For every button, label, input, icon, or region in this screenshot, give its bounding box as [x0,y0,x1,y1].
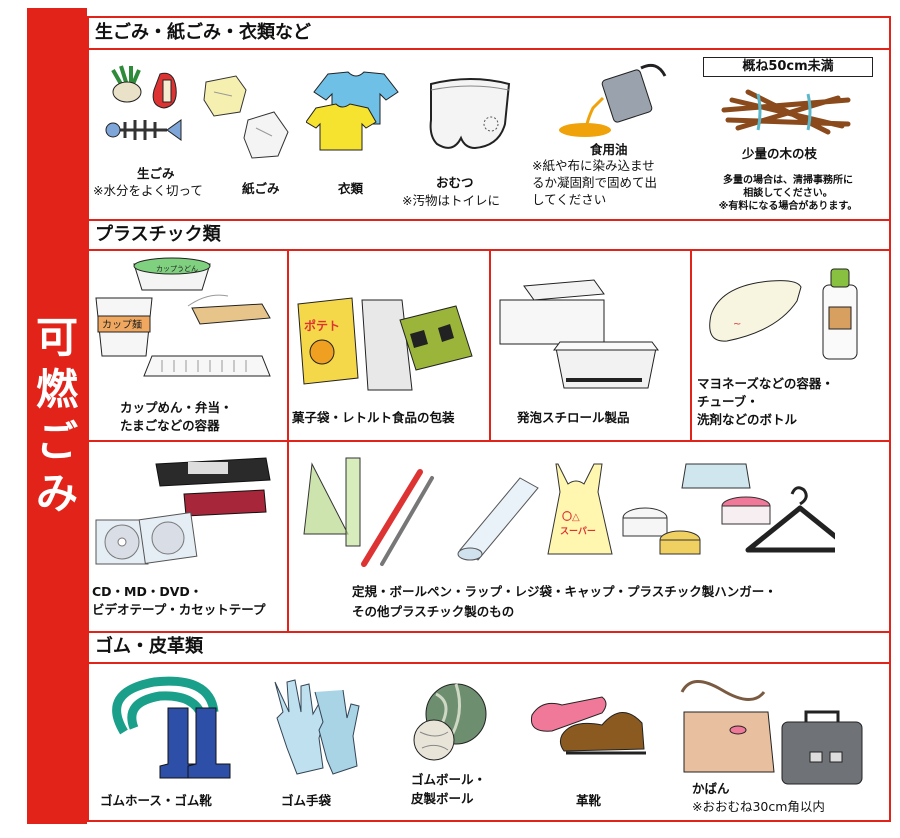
clothing-label: 衣類 [338,181,364,196]
cup-udon-text: カップうどん [156,265,198,273]
divider [87,48,891,50]
branches-note-line-3: ※有料になる場合があります。 [718,201,858,212]
divider [489,249,491,441]
balls-illustration [413,683,487,761]
food-containers-illustration: カップうどん カップ麺 [95,257,271,377]
containers-label-line-2: たまごなどの容器 [120,418,220,433]
diaper-note: ※汚物はトイレに [402,193,500,208]
balls-label-line-1: ゴムボール・ [411,772,487,787]
branches-note-line-1: 多量の場合は、清掃事務所に [723,175,853,186]
misc-label-line-2: その他プラスチック製のもの [352,604,515,619]
svg-text:~: ~ [733,319,741,330]
media-label-line-2: ビデオテープ・カセットテープ [92,602,266,617]
leather-shoes-label: 革靴 [576,793,602,808]
cup-noodle-text: カップ麺 [102,318,142,331]
divider [87,440,891,442]
bottles-illustration: ~ [709,268,858,360]
hose-boots-illustration [112,676,231,779]
snack-bag-text: ポテト [304,318,340,333]
divider [87,219,891,221]
styrofoam-label: 発泡スチロール製品 [517,410,630,425]
divider [287,249,289,632]
balls-label-line-2: 皮製ボール [411,791,474,806]
bags-note: ※おおむね30cm角以内 [692,799,825,814]
content-frame [87,16,891,822]
bags-label: かばん [692,781,730,796]
section-heading-organic: 生ごみ・紙ごみ・衣類など [95,22,311,43]
hose-boots-label: ゴムホース・ゴム靴 [100,793,212,808]
divider [690,249,692,441]
branches-label: 少量の木の枝 [742,146,818,161]
containers-label-line-1: カップめん・弁当・ [120,400,233,415]
oil-note-line-2: るか凝固剤で固めて出 [532,175,658,190]
oil-note-line-1: ※紙や布に染み込ませ [532,158,655,173]
size-limit-box: 概ね50cm未満 [703,57,873,77]
media-label-line-1: CD・MD・DVD・ [92,584,203,599]
divider [87,631,891,633]
branches-illustration [721,89,851,135]
section-heading-rubber: ゴム・皮革類 [95,636,203,657]
sidebar-char-4: み [35,469,78,518]
misc-label-line-1: 定規・ボールペン・ラップ・レジ袋・キャップ・プラスチック製ハンガー・ [352,584,777,599]
bottles-label-line-1: マヨネーズなどの容器・ [697,376,834,391]
divider [87,662,891,664]
misc-bag-text-2: スーパー [560,525,596,537]
snack-bags-illustration: ポテト [297,297,473,391]
snack-bags-label: 菓子袋・レトルト食品の包装 [292,410,455,425]
diaper-illustration [429,78,511,150]
section-heading-plastics: プラスチック類 [95,224,221,245]
bottles-label-line-3: 洗剤などのボトル [697,412,798,427]
food-waste-note: ※水分をよく切って [93,183,203,198]
bottles-label-line-2: チューブ・ [697,394,759,409]
diaper-label: おむつ [436,175,474,190]
leather-shoes-illustration [530,696,646,755]
sidebar-char-1: 可 [35,313,78,362]
media-illustration [95,457,271,565]
rubber-gloves-illustration [274,679,360,775]
sidebar-char-2: 燃 [35,365,78,414]
clothing-illustration [306,71,399,151]
food-waste-illustration [105,65,182,141]
bags-illustration [680,680,863,785]
misc-bag-text-1: 〇△ [562,510,580,523]
cooking-oil-illustration [559,63,667,137]
gloves-label: ゴム手袋 [281,793,332,808]
misc-plastics-illustration: 〇△ スーパー [303,457,835,567]
category-sidebar: 可 燃 ご み [27,8,87,824]
styrofoam-illustration [499,279,659,389]
branches-note-line-2: 相談してください。 [743,188,833,199]
paper-label: 紙ごみ [242,181,280,196]
food-waste-label: 生ごみ [137,166,175,181]
sidebar-char-3: ご [35,417,78,466]
paper-waste-illustration [203,75,289,159]
oil-note-line-3: してください [532,192,607,207]
oil-label: 食用油 [590,142,628,157]
